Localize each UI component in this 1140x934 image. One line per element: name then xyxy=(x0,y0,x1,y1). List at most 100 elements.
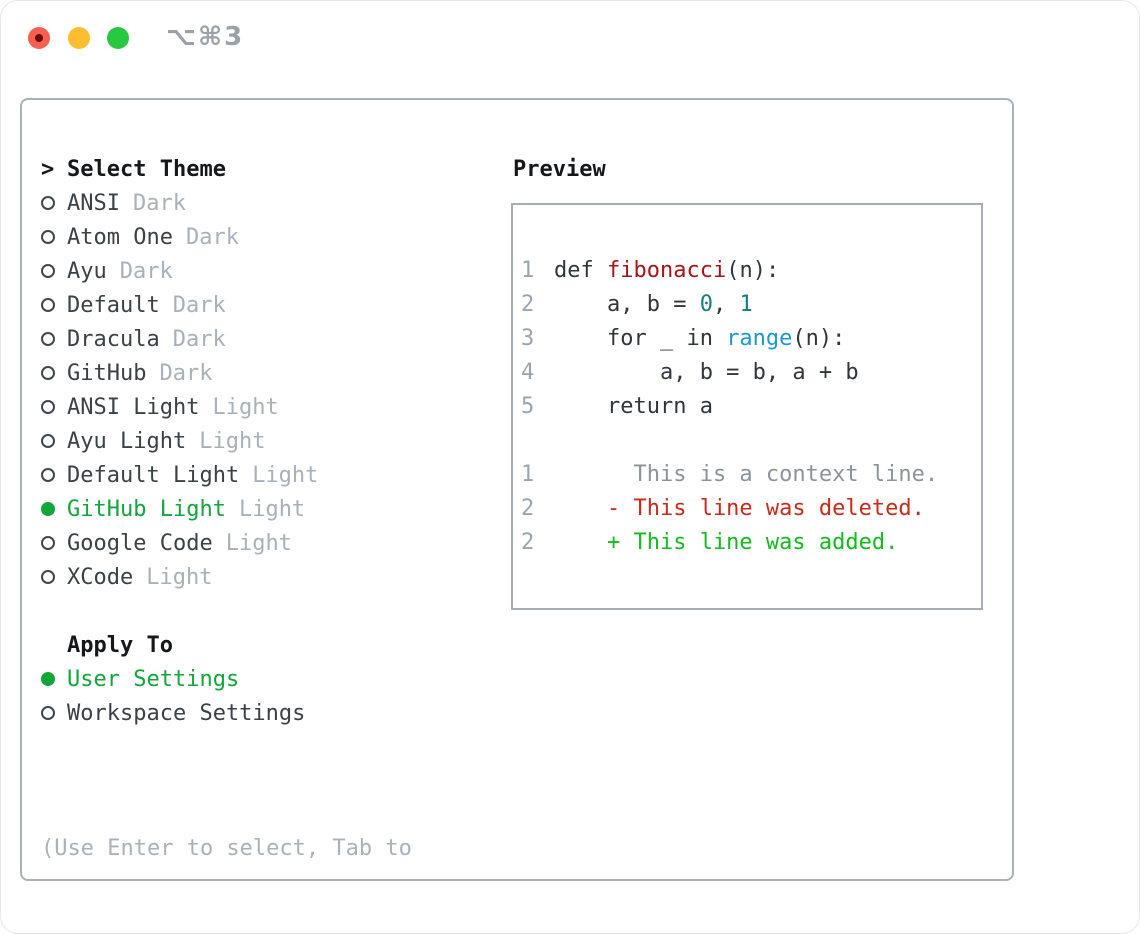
radio-icon xyxy=(41,264,55,278)
hint-line-1: (Use Enter to select, Tab to xyxy=(41,836,412,861)
radio-icon xyxy=(41,468,55,482)
apply-to-title: Apply To xyxy=(67,632,173,658)
option-label: Atom One xyxy=(67,224,173,250)
code-line: 4 a, b = b, a + b xyxy=(521,355,981,389)
line-number: 1 xyxy=(521,461,535,487)
option-label: Dracula xyxy=(67,326,160,352)
code-content: a, b = 0, 1 xyxy=(554,292,753,317)
line-number: 3 xyxy=(521,325,535,351)
line-number: 4 xyxy=(521,359,535,385)
radio-icon xyxy=(41,434,55,448)
theme-option[interactable]: ANSI Dark xyxy=(41,186,318,220)
radio-icon xyxy=(41,400,55,414)
radio-selected-icon xyxy=(41,672,55,686)
theme-variant-label: Dark xyxy=(172,292,226,318)
line-number: 2 xyxy=(521,495,535,521)
zoom-button[interactable] xyxy=(107,27,129,49)
option-label: Workspace Settings xyxy=(67,700,306,726)
theme-variant-label: Light xyxy=(146,564,213,590)
line-number: 2 xyxy=(521,291,535,317)
theme-variant-label: Light xyxy=(199,428,266,454)
diff-line: 2 + This line was added. xyxy=(521,525,981,559)
code-content: for _ in range(n): xyxy=(554,326,845,351)
token-deleted: - This line was deleted. xyxy=(554,495,925,521)
minimize-button[interactable] xyxy=(68,27,90,49)
theme-variant-label: Light xyxy=(225,530,292,556)
close-button[interactable] xyxy=(28,27,50,49)
code-content: a, b = b, a + b xyxy=(554,360,859,385)
radio-icon xyxy=(41,230,55,244)
token-plain: (n): xyxy=(792,325,846,351)
apply-option[interactable]: Workspace Settings xyxy=(41,696,305,730)
option-label: User Settings xyxy=(67,666,240,692)
radio-selected-icon xyxy=(41,502,55,516)
code-line: 3 for _ in range(n): xyxy=(521,321,981,355)
radio-icon xyxy=(41,196,55,210)
token-plain: a, b = xyxy=(554,291,700,317)
token-context: This is a context line. xyxy=(554,461,939,487)
option-label: GitHub Light xyxy=(67,496,226,522)
token-added: + This line was added. xyxy=(554,529,899,555)
theme-variant-label: Dark xyxy=(172,326,226,352)
token-num: 0 xyxy=(699,291,713,317)
theme-option[interactable]: Atom One Dark xyxy=(41,220,318,254)
token-builtin: range xyxy=(726,325,793,351)
token-plain: , xyxy=(712,291,740,317)
theme-option[interactable]: Dracula Dark xyxy=(41,322,318,356)
code-line: 2 a, b = 0, 1 xyxy=(521,287,981,321)
code-line: 5 return a xyxy=(521,389,981,423)
diff-block: 1 This is a context line. 2 - This line w… xyxy=(521,457,981,559)
radio-icon xyxy=(41,366,55,380)
token-plain: (n): xyxy=(726,257,780,283)
theme-option[interactable]: ANSI Light Light xyxy=(41,390,318,424)
token-func: fibonacci xyxy=(606,257,727,283)
radio-icon xyxy=(41,536,55,550)
token-plain: def xyxy=(554,257,607,283)
radio-icon xyxy=(41,570,55,584)
theme-variant-label: Dark xyxy=(132,190,186,216)
option-label: ANSI Light xyxy=(67,394,200,420)
token-plain: for _ in xyxy=(554,325,727,351)
theme-variant-label: Dark xyxy=(159,360,213,386)
theme-variant-label: Dark xyxy=(185,224,239,250)
selection-prompt-icon: > xyxy=(41,156,55,182)
option-label: ANSI xyxy=(67,190,120,216)
token-plain: return a xyxy=(554,393,713,419)
theme-option[interactable]: Ayu Dark xyxy=(41,254,318,288)
theme-picker-title: Select Theme xyxy=(67,156,226,182)
token-num: 1 xyxy=(739,291,753,317)
apply-to-header-row: Apply To xyxy=(41,628,305,662)
diff-line: 1 This is a context line. xyxy=(521,457,981,491)
theme-picker-header-row: > Select Theme xyxy=(41,152,318,186)
option-label: Ayu xyxy=(67,258,107,284)
code-content: def fibonacci(n): xyxy=(554,258,779,283)
hint-text: (Use Enter to select, Tab to change focu… xyxy=(41,764,412,933)
theme-variant-label: Light xyxy=(238,496,306,522)
theme-option[interactable]: GitHub Light Light xyxy=(41,492,318,526)
option-label: XCode xyxy=(67,564,134,590)
diff-content: This is a context line. xyxy=(554,462,938,487)
theme-option[interactable]: Default Dark xyxy=(41,288,318,322)
theme-variant-label: Dark xyxy=(119,258,173,284)
token-plain: a, b = b, a + b xyxy=(554,359,859,385)
theme-variant-label: Light xyxy=(212,394,279,420)
theme-option[interactable]: XCode Light xyxy=(41,560,318,594)
theme-variant-label: Light xyxy=(252,462,319,488)
preview-title: Preview xyxy=(513,156,606,182)
code-content: return a xyxy=(554,394,713,419)
apply-option[interactable]: User Settings xyxy=(41,662,305,696)
option-label: Default xyxy=(67,292,160,318)
close-dot-icon xyxy=(35,34,43,42)
